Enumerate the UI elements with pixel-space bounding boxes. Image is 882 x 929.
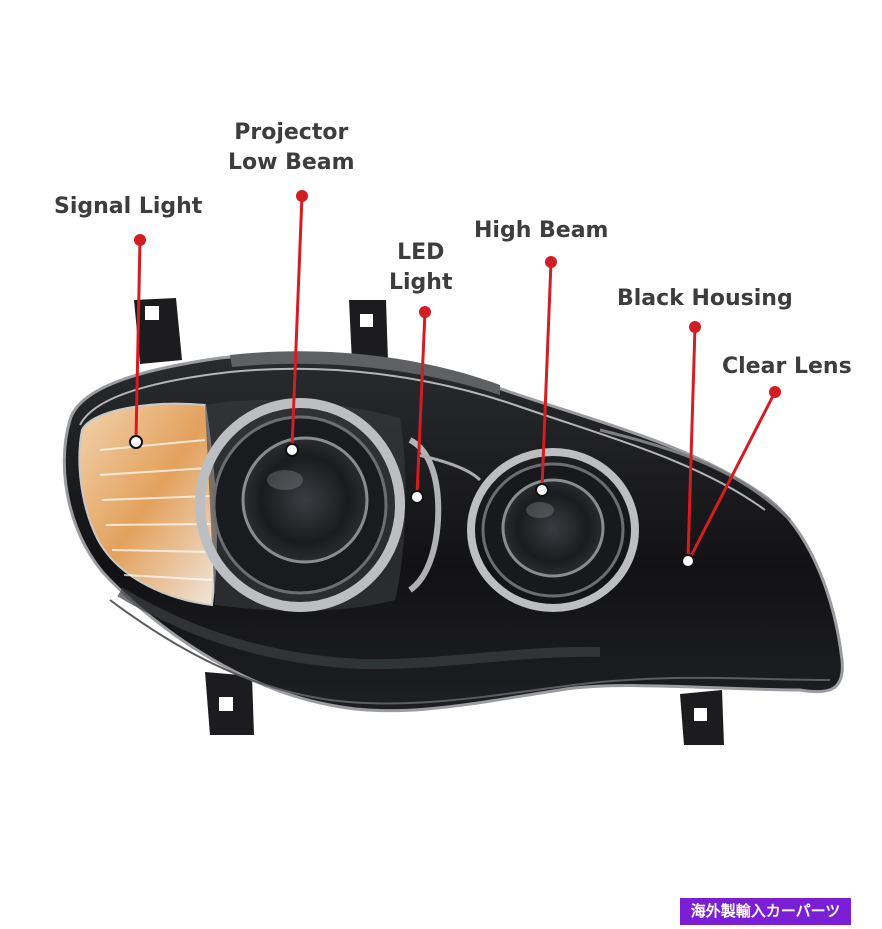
label-led-line-1: LED xyxy=(397,240,445,265)
label-projector-low-beam: Projector Low Beam xyxy=(228,118,355,178)
callout-signal-light xyxy=(129,234,146,449)
label-clear-lens: Clear Lens xyxy=(722,352,852,382)
label-projector-line-2: Low Beam xyxy=(228,150,355,175)
label-high-beam-line-1: High Beam xyxy=(474,218,609,243)
label-signal-light: Signal Light xyxy=(54,192,202,222)
label-clear-lens-line-1: Clear Lens xyxy=(722,354,852,379)
label-projector-line-1: Projector xyxy=(234,120,349,145)
low-beam-projector-lens xyxy=(241,436,369,564)
low-beam-halo xyxy=(195,398,405,612)
high-beam-halo xyxy=(467,448,639,612)
label-high-beam: High Beam xyxy=(474,216,608,246)
label-black-housing: Black Housing xyxy=(617,284,793,314)
callout-high-beam xyxy=(535,256,557,497)
label-led-line-2: Light xyxy=(389,270,453,295)
seller-badge: 海外製輸入カーパーツ xyxy=(680,898,851,925)
callout-black-housing xyxy=(686,321,701,559)
label-led-light: LED Light xyxy=(389,238,453,298)
mount-tab-top-center xyxy=(349,300,388,362)
signal-light-lens xyxy=(78,402,217,607)
callout-projector-low-beam xyxy=(285,190,308,457)
label-black-housing-line-1: Black Housing xyxy=(617,286,793,311)
callout-clear-lens xyxy=(681,386,781,568)
high-beam-projector-lens xyxy=(501,478,605,578)
label-signal-light-line-1: Signal Light xyxy=(54,194,203,219)
callout-led-light xyxy=(410,306,431,504)
